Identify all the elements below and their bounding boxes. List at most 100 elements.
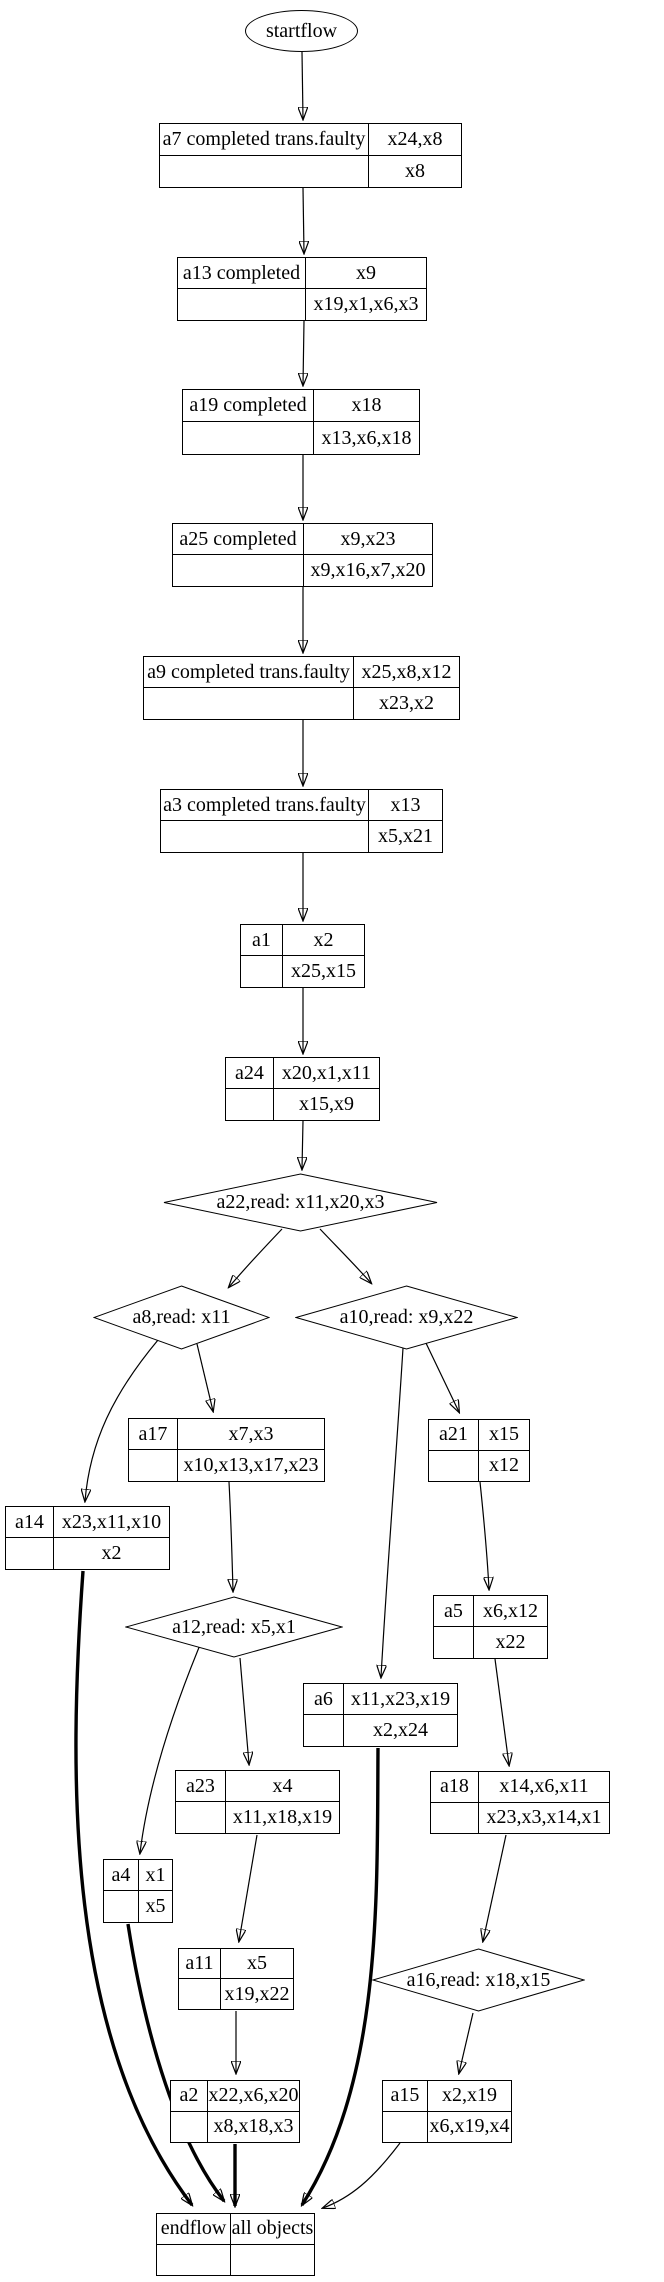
node-top-right: x24,x8 <box>369 124 461 156</box>
edge-a18-a16 <box>483 1834 507 1941</box>
node-top-right: x15 <box>479 1420 529 1451</box>
edge-a12-a23 <box>239 1657 249 1764</box>
node-startflow: startflow <box>245 10 358 52</box>
edge-a7-a13 <box>303 187 304 253</box>
node-bottom-right: x22 <box>495 1631 526 1653</box>
node-label: a22,read: x11,x20,x3 <box>216 1191 385 1213</box>
edge-a4-endflow <box>126 1923 224 2201</box>
edge-a10-a6 <box>381 1347 404 1677</box>
node-top-right: x23,x11,x10 <box>54 1507 169 1538</box>
node-label: a3 completed trans.faulty <box>161 790 369 821</box>
node-bottom-right: x23,x3,x14,x1 <box>486 1806 602 1829</box>
node-empty-cell <box>383 2111 428 2142</box>
edge-a5-a18 <box>494 1658 509 1765</box>
node-label: a2 <box>171 2081 208 2112</box>
node-label: startflow <box>265 19 338 42</box>
node-a10: a10,read: x9,x22 <box>295 1285 518 1350</box>
node-empty-cell <box>104 1891 139 1922</box>
edge-a22-a8 <box>229 1228 283 1287</box>
edge-a24-a22 <box>302 1120 303 1169</box>
node-a14: a14 x23,x11,x10 x2 <box>5 1506 170 1570</box>
edge-a6-endflow <box>302 1747 380 2205</box>
edge-a13-a19 <box>303 320 304 385</box>
node-label: a9 completed trans.faulty <box>144 657 354 688</box>
node-a3: a3 completed trans.faulty x13 x5,x21 <box>160 789 443 853</box>
node-label: a17 <box>129 1419 178 1450</box>
node-empty-cell <box>241 956 283 987</box>
node-bottom-right: x9,x16,x7,x20 <box>310 559 426 581</box>
node-a18: a18 x14,x6,x11 x23,x3,x14,x1 <box>430 1771 610 1834</box>
node-a2: a2 x22,x6,x20 x8,x18,x3 <box>170 2080 300 2143</box>
node-a4: a4 x1 x5 <box>103 1859 173 1923</box>
node-label: a8,read: x11 <box>132 1306 231 1328</box>
node-empty-cell <box>144 688 354 719</box>
node-label: a11 <box>179 1949 221 1979</box>
node-top-right: x13 <box>369 790 442 821</box>
edge-a22-a10 <box>319 1228 371 1283</box>
node-bottom-right: x19,x1,x6,x3 <box>313 293 419 315</box>
node-bottom-right: x2,x24 <box>373 1719 428 1741</box>
diamond-shape <box>125 1596 343 1658</box>
node-empty-cell <box>178 289 306 320</box>
node-label: a15 <box>383 2081 428 2112</box>
diamond-shape <box>295 1285 518 1350</box>
node-a23: a23 x4 x11,x18,x19 <box>175 1770 340 1834</box>
node-bottom-right: x25,x15 <box>291 960 356 982</box>
edge-a8-a17 <box>196 1343 213 1411</box>
node-empty-cell <box>226 1089 274 1120</box>
node-bottom-right: x12 <box>489 1454 519 1477</box>
node-label: a18 <box>431 1772 479 1803</box>
node-label: a4 <box>104 1860 139 1891</box>
edge-a12-a4 <box>140 1644 201 1853</box>
node-empty-cell <box>171 2111 208 2142</box>
node-a21: a21 x15 x12 <box>428 1419 530 1482</box>
edge-a17-a12 <box>229 1481 233 1591</box>
node-empty-cell <box>179 1979 221 2009</box>
diamond-shape <box>372 1948 585 2012</box>
node-top-right: x20,x1,x11 <box>274 1058 379 1089</box>
node-a15: a15 x2,x19 x6,x19,x4 <box>382 2080 512 2143</box>
node-a12: a12,read: x5,x1 <box>125 1596 343 1658</box>
node-empty-cell <box>129 1450 178 1481</box>
node-top-right: x2 <box>283 925 364 956</box>
node-empty-cell <box>231 2245 314 2276</box>
node-empty-cell <box>431 1802 479 1833</box>
node-bottom-right: x10,x13,x17,x23 <box>183 1454 319 1476</box>
node-top-right: x1 <box>139 1860 172 1891</box>
edge-startflow-a7 <box>302 51 303 119</box>
node-empty-cell <box>160 155 369 187</box>
node-empty-cell <box>157 2244 231 2275</box>
node-bottom-right: x8 <box>405 159 425 182</box>
node-a13: a13 completed x9 x19,x1,x6,x3 <box>177 257 427 321</box>
node-label: a6 <box>304 1684 344 1715</box>
node-a6: a6 x11,x23,x19 x2,x24 <box>303 1683 458 1747</box>
node-top-right: x11,x23,x19 <box>344 1684 457 1715</box>
node-endflow: endflow all objects <box>156 2213 315 2276</box>
node-empty-cell <box>429 1450 479 1481</box>
node-a9: a9 completed trans.faulty x25,x8,x12 x23… <box>143 656 460 720</box>
node-a22: a22,read: x11,x20,x3 <box>163 1173 438 1232</box>
edge-a16-a15 <box>459 2012 474 2073</box>
node-a11: a11 x5 x19,x22 <box>178 1948 294 2010</box>
node-top-right: x2,x19 <box>428 2081 511 2112</box>
node-label: a7 completed trans.faulty <box>160 124 369 156</box>
node-label: a19 completed <box>183 390 314 422</box>
node-empty-cell <box>183 422 314 454</box>
node-top-right: x18 <box>314 390 419 422</box>
node-bottom-right: x8,x18,x3 <box>213 2115 294 2138</box>
node-a16: a16,read: x18,x15 <box>372 1948 585 2012</box>
diamond-shape <box>163 1173 438 1232</box>
node-bottom-right: x6,x19,x4 <box>429 2115 510 2138</box>
node-label: a16,read: x18,x15 <box>406 1968 551 1991</box>
node-label: a14 <box>6 1507 54 1538</box>
node-top-right: x7,x3 <box>178 1419 324 1450</box>
node-bottom-right: x13,x6,x18 <box>321 426 412 449</box>
node-a17: a17 x7,x3 x10,x13,x17,x23 <box>128 1418 325 1482</box>
edge-a8-a14 <box>85 1339 159 1501</box>
node-a1: a1 x2 x25,x15 <box>240 924 365 988</box>
node-top-right: x25,x8,x12 <box>354 657 459 688</box>
node-label: a10,read: x9,x22 <box>339 1306 474 1328</box>
node-bottom-right: x23,x2 <box>379 692 434 714</box>
node-bottom-right: x5,x21 <box>378 825 433 847</box>
